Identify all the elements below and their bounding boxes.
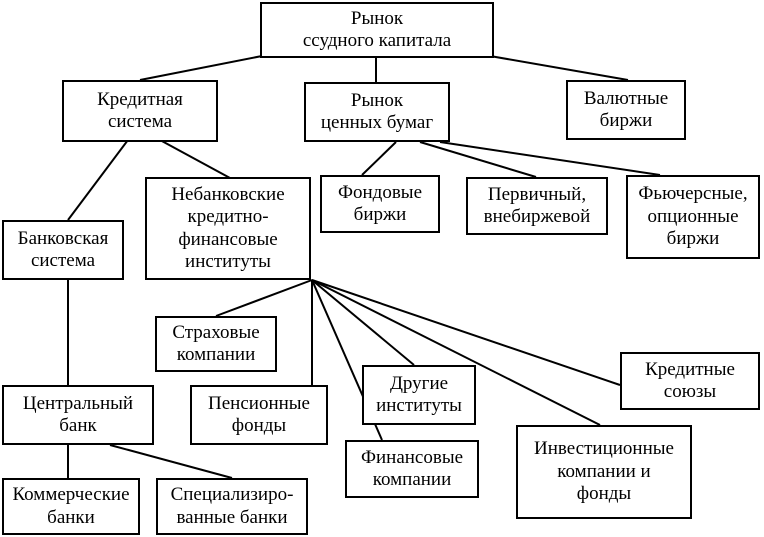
node-credit-unions: Кредитные союзы (620, 352, 760, 410)
node-primary-otc: Первичный, внебиржевой (466, 177, 608, 235)
node-label: Первичный, внебиржевой (483, 183, 591, 227)
edge-root-currency-exchanges (489, 55, 629, 81)
node-label: Рынок ценных бумаг (320, 89, 434, 133)
node-central-bank: Центральный банк (2, 385, 154, 445)
node-loan-capital-market: Рынок ссудного капитала (260, 2, 494, 58)
node-label: Финансовые компании (360, 446, 464, 490)
edge-securities-stock-exchanges (361, 141, 397, 176)
edge-securities-primary-otc (419, 141, 537, 178)
node-securities-market: Рынок ценных бумаг (304, 82, 450, 142)
node-label: Валютные биржи (583, 87, 669, 131)
edge-nonbank-credit-unions (311, 279, 621, 386)
node-label: Центральный банк (22, 392, 134, 436)
node-label: Инвестиционные компании и фонды (534, 438, 674, 505)
edge-central-bank-specialized (109, 444, 233, 479)
edge-nonbank-investment (311, 279, 601, 426)
node-currency-exchanges: Валютные биржи (566, 80, 686, 140)
node-label: Специализиро- ванные банки (170, 484, 294, 528)
node-label: Пенсионные фонды (208, 392, 310, 436)
node-other-institutions: Другие институты (362, 365, 476, 425)
edge-root-credit-system (139, 55, 263, 81)
node-pension-funds: Пенсионные фонды (190, 385, 328, 445)
node-nonbank-institutions: Небанковские кредитно- финансовые инстит… (145, 177, 311, 280)
node-commercial-banks: Коммерческие банки (2, 478, 140, 535)
edge-nonbank-other (311, 279, 415, 366)
node-insurance-companies: Страховые компании (155, 316, 277, 372)
node-investment-companies: Инвестиционные компании и фонды (516, 425, 692, 519)
node-label: Рынок ссудного капитала (302, 7, 452, 51)
node-label: Небанковские кредитно- финансовые инстит… (171, 183, 285, 272)
node-specialized-banks: Специализиро- ванные банки (156, 478, 308, 535)
node-stock-exchanges: Фондовые биржи (320, 175, 440, 233)
node-credit-system: Кредитная система (62, 80, 218, 142)
node-label: Страховые компании (172, 321, 260, 365)
node-futures-options: Фьючерсные, опционные биржи (626, 175, 760, 259)
node-finance-companies: Финансовые компании (345, 440, 479, 498)
node-label: Коммерческие банки (12, 484, 130, 528)
edge-credit-system-banking-system (67, 139, 129, 221)
node-label: Банковская система (17, 227, 109, 271)
node-label: Фондовые биржи (337, 181, 422, 225)
edge-securities-futures (439, 141, 661, 176)
node-banking-system: Банковская система (2, 220, 124, 280)
edge-credit-system-nonbank (159, 139, 231, 179)
node-label: Другие институты (376, 372, 462, 416)
node-label: Кредитные союзы (645, 358, 735, 402)
node-label: Кредитная система (97, 88, 183, 132)
edge-nonbank-insurance (215, 279, 313, 317)
node-label: Фьючерсные, опционные биржи (638, 183, 748, 250)
